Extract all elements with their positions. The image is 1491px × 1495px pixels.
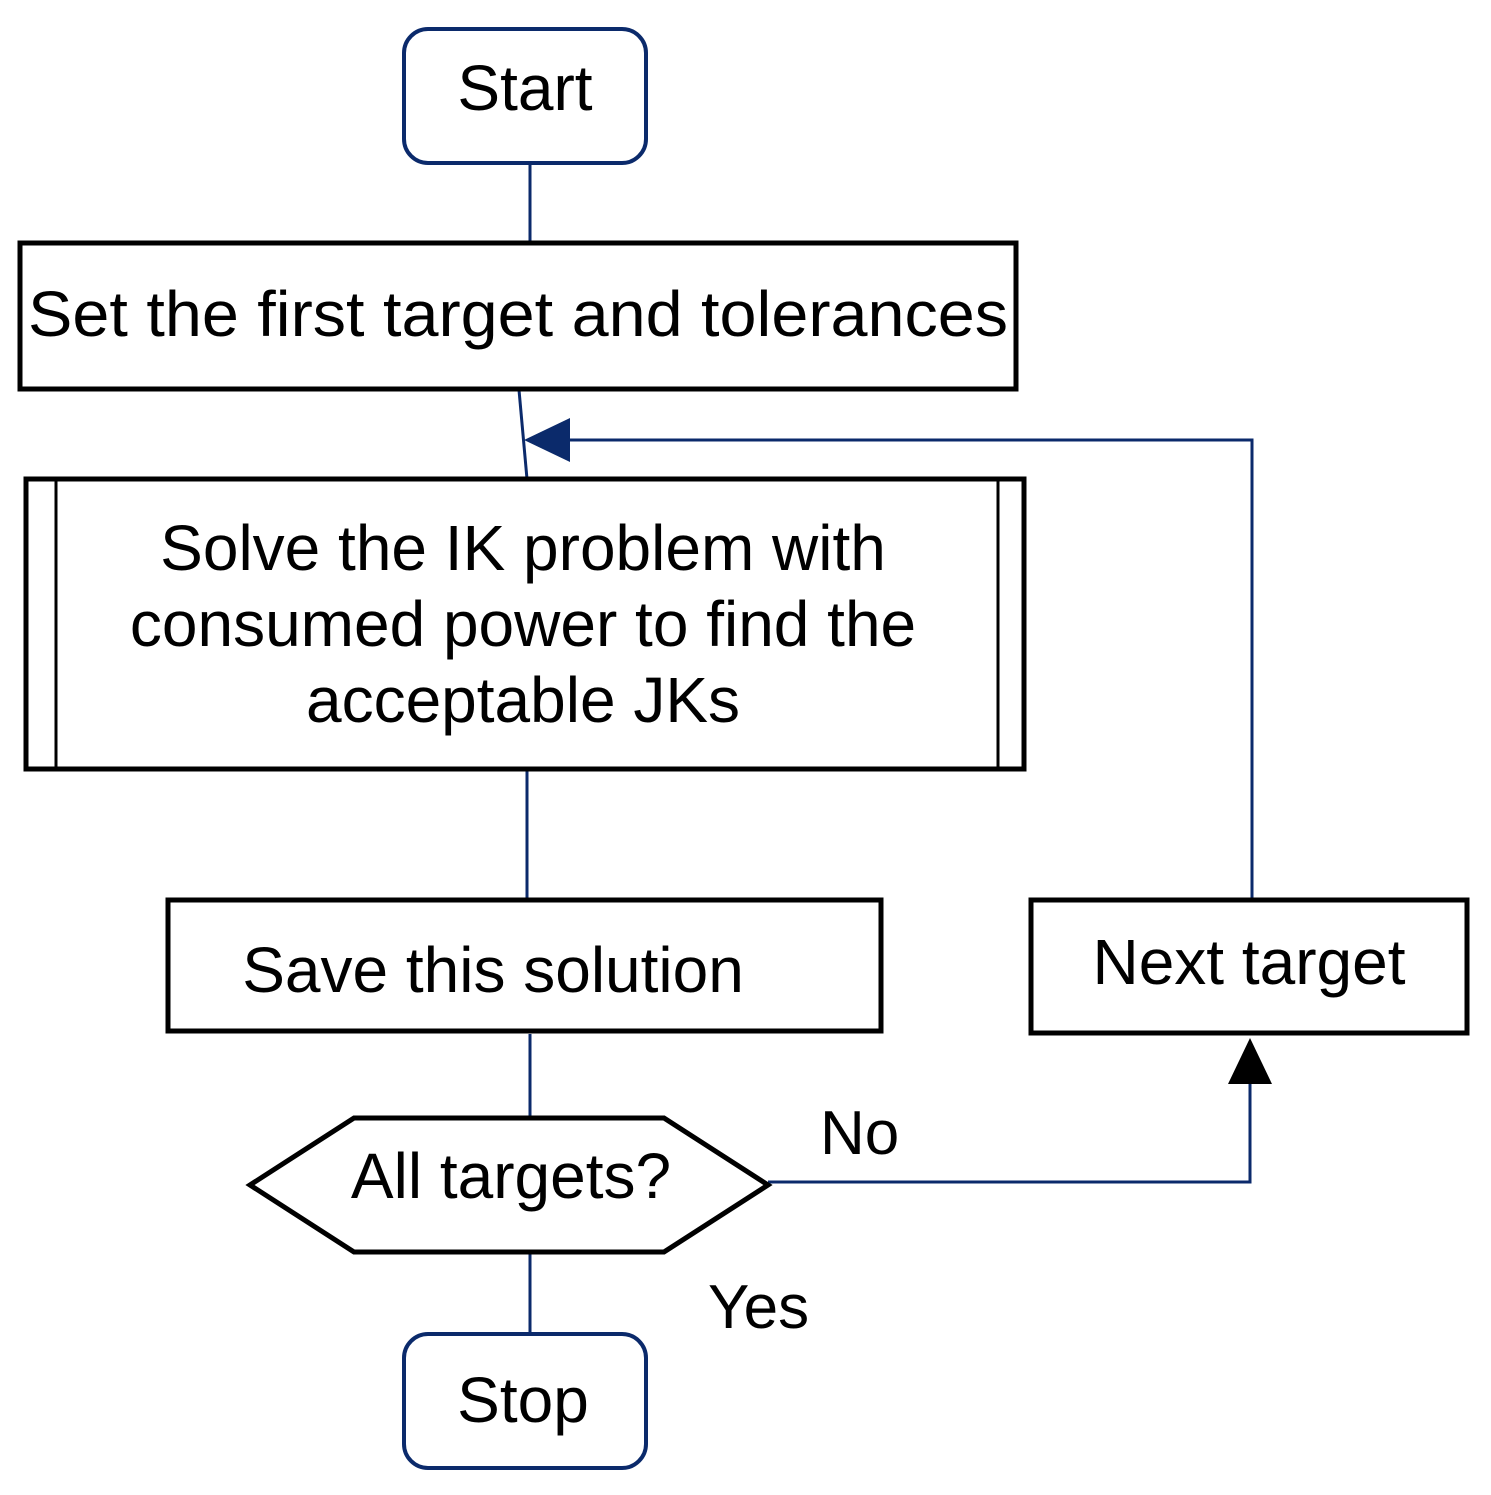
connector-loop-back (570, 438, 1254, 900)
next-target-node: Next target (1028, 897, 1470, 1036)
all-targets-label: All targets? (351, 1140, 671, 1212)
save-solution-node: Save this solution (165, 897, 884, 1034)
solve-ik-node: Solve the IK problem with consumed power… (23, 476, 1027, 772)
next-target-label: Next target (1092, 926, 1405, 998)
start-shape (402, 27, 648, 165)
solve-ik-line-2: consumed power to find the (130, 588, 916, 660)
set-target-node: Set the first target and tolerances (17, 240, 1019, 392)
start-label: Start (457, 52, 592, 124)
no-branch-label: No (820, 1099, 899, 1168)
next-target-arrowhead (1228, 1038, 1272, 1084)
stop-node: Stop (402, 1332, 648, 1470)
set-target-label: Set the first target and tolerances (28, 278, 1008, 350)
solve-ik-shape (23, 476, 1027, 772)
connectors (517, 163, 1254, 1334)
start-node: Start (402, 27, 648, 165)
yes-branch-label: Yes (708, 1273, 809, 1342)
save-solution-label: Save this solution (242, 934, 744, 1006)
stop-shape (402, 1332, 648, 1470)
solve-ik-line-3: acceptable JKs (306, 664, 740, 736)
loop-back-arrowhead (524, 418, 570, 462)
all-targets-decision-shape (245, 1115, 773, 1255)
all-targets-decision-node: All targets? (245, 1115, 773, 1255)
set-target-shape (17, 240, 1019, 392)
next-target-shape (1028, 897, 1470, 1036)
stop-label: Stop (457, 1364, 589, 1436)
connector-set-to-solve (517, 389, 529, 480)
save-solution-shape (165, 897, 884, 1034)
solve-ik-line-1: Solve the IK problem with (160, 512, 886, 584)
connector-no-to-next-target (768, 1082, 1252, 1184)
